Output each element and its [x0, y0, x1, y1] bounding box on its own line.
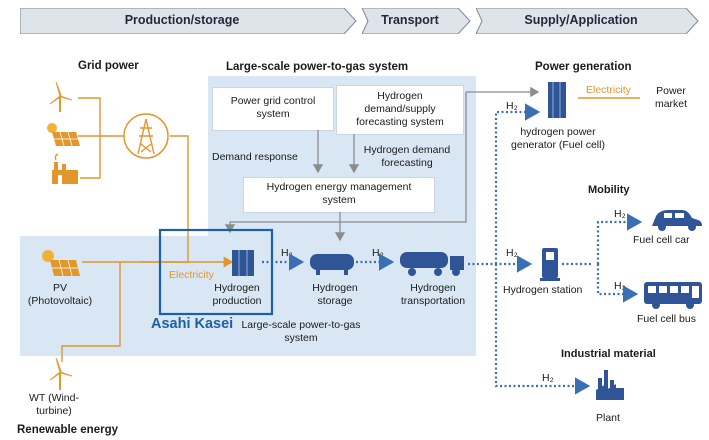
grid-control-box: Power grid control system — [212, 87, 334, 131]
generator-electricity-label: Electricity — [586, 84, 631, 96]
solar-panel-icon — [47, 123, 80, 147]
electrolyzer-icon — [232, 250, 254, 276]
header-production-shape — [19, 7, 357, 35]
header-supply-label: Supply/Application — [524, 13, 638, 27]
asahi-caption: Large-scale power-to-gas system — [241, 319, 361, 344]
grid-power-title: Grid power — [78, 60, 139, 72]
storage-tank-icon — [310, 254, 354, 275]
header-supply: Supply/Application — [475, 7, 700, 35]
hydrogen-station-icon — [540, 248, 560, 281]
h2-label-car: H₂ — [614, 208, 626, 220]
generator-label: hydrogen power generator (Fuel cell) — [511, 126, 605, 151]
wind-turbine-renewable-icon — [49, 357, 73, 390]
forecasting-label: Hydrogen demand/supply forecasting syste… — [356, 90, 444, 128]
demand-forecasting-label: Hydrogen demand forecasting — [363, 144, 451, 169]
plant-label: Plant — [596, 412, 620, 424]
wt-label: WT (Wind-turbine) — [29, 392, 79, 417]
asahi-kasei-label: Asahi Kasei — [151, 316, 234, 332]
renewable-title: Renewable energy — [17, 424, 118, 436]
hems-label: Hydrogen energy management system — [266, 181, 412, 206]
h2-label-plant: H₂ — [542, 372, 554, 384]
power-market-label: Power market — [654, 85, 688, 110]
fuel-cell-generator-icon — [548, 82, 566, 118]
system-title: Large-scale power-to-gas system — [226, 61, 409, 73]
fuel-cell-bus-icon — [644, 282, 702, 309]
hydrogen-flow — [262, 103, 643, 395]
hydrogen-production-label: Hydrogen production — [212, 282, 262, 307]
grid-control-label: Power grid control system — [230, 95, 316, 120]
h2-label-generator: H₂ — [506, 100, 518, 112]
h2-label-bus: H₂ — [614, 280, 626, 292]
header-production: Production/storage — [19, 7, 358, 35]
power-plant-icon — [52, 153, 78, 184]
hydrogen-transportation-label: Hydrogen transportation — [400, 282, 466, 307]
power-generation-title: Power generation — [535, 61, 632, 73]
h2-label-storage: H₂ — [372, 247, 384, 259]
forecasting-box: Hydrogen demand/supply forecasting syste… — [336, 85, 464, 135]
header-transport-label: Transport — [381, 13, 439, 27]
header-transport: Transport — [361, 7, 472, 35]
industrial-plant-icon — [596, 370, 624, 400]
hydrogen-station-label: Hydrogen station — [503, 284, 583, 296]
mobility-title: Mobility — [588, 184, 630, 196]
tanker-truck-icon — [400, 252, 464, 276]
asahi-kasei-highlight — [158, 228, 274, 316]
transmission-tower-icon — [123, 113, 169, 159]
wind-turbine-icon — [49, 81, 73, 112]
renewable-wiring — [61, 256, 234, 362]
demand-response-label: Demand response — [212, 151, 298, 163]
pv-label: PV (Photovoltaic) — [27, 282, 93, 307]
electricity-label: Electricity — [169, 269, 214, 281]
fuel-cell-car-icon — [652, 210, 702, 231]
control-arrows — [224, 86, 540, 242]
header-production-label: Production/storage — [124, 13, 240, 27]
h2-label-production: H₂ — [281, 247, 293, 259]
industrial-title: Industrial material — [561, 348, 656, 360]
pv-panel-icon — [42, 250, 80, 277]
hems-box: Hydrogen energy management system — [243, 177, 435, 213]
hydrogen-storage-label: Hydrogen storage — [312, 282, 358, 307]
fuel-cell-bus-label: Fuel cell bus — [637, 313, 696, 325]
h2-label-station: H₂ — [506, 247, 518, 259]
fuel-cell-car-label: Fuel cell car — [633, 234, 690, 246]
